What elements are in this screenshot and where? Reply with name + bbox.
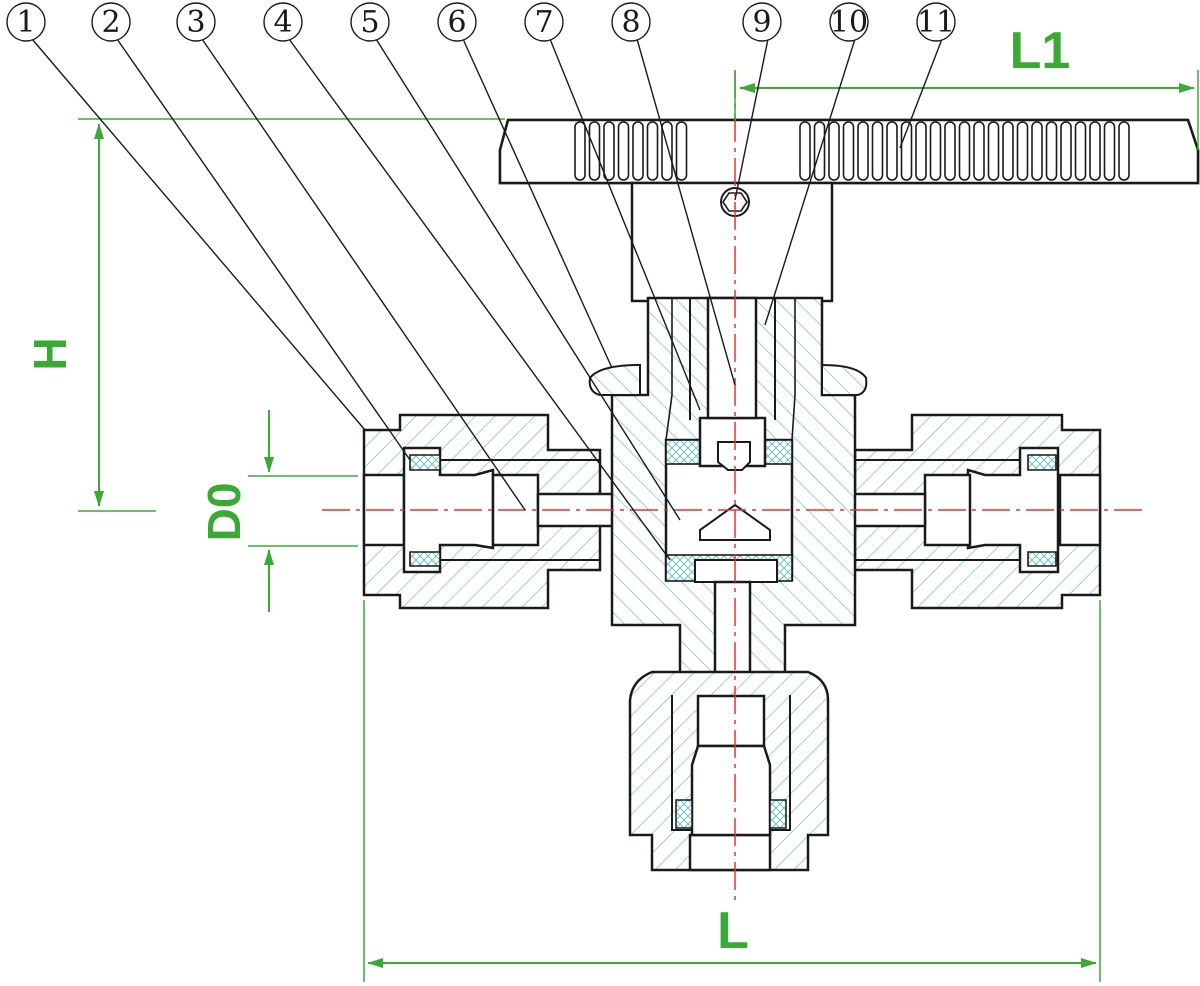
knurl-groove <box>1060 121 1072 181</box>
callout-leader-line <box>764 38 856 326</box>
callout-number: 7 <box>534 5 553 40</box>
knurl-groove <box>958 121 971 181</box>
callout-balloon <box>263 2 303 42</box>
dimension-d0-label: D0 <box>198 483 250 542</box>
knurl-groove <box>617 121 630 181</box>
callout-leader-line <box>288 38 671 561</box>
callout-number: 6 <box>447 5 466 40</box>
callout-balloon <box>829 2 869 42</box>
callout-leader-line <box>201 38 526 511</box>
knurl-groove <box>675 121 688 181</box>
callout-balloon <box>350 2 390 42</box>
dimension-h-label: H <box>24 337 76 370</box>
knurl-groove <box>1016 121 1029 181</box>
callout-number: 9 <box>752 5 771 40</box>
callout-number: 10 <box>830 5 868 40</box>
knurl-groove <box>1045 121 1058 181</box>
knurl-groove <box>886 121 898 181</box>
callout-balloon <box>916 2 956 42</box>
callout-number: 4 <box>273 5 292 40</box>
callout-leader-line <box>375 38 681 521</box>
knurl-groove <box>1031 121 1043 181</box>
callout-number: 5 <box>360 5 379 40</box>
knurl-groove <box>813 121 826 181</box>
callout-balloon <box>611 2 651 42</box>
dimension-l1-label: L1 <box>1010 22 1071 80</box>
knurl-groove <box>1118 121 1130 181</box>
knurl-groove <box>588 121 601 181</box>
callout-number: 1 <box>16 5 35 40</box>
dimension-lines <box>78 70 1199 982</box>
dimension-l-label: L <box>717 902 749 960</box>
callout-balloon <box>176 2 216 42</box>
knurl-groove <box>632 121 644 181</box>
callout-number: 11 <box>917 5 955 40</box>
knurl-groove <box>828 121 840 181</box>
callout-balloon <box>742 2 782 42</box>
callout-balloon <box>91 2 131 42</box>
knurl-groove <box>646 121 659 181</box>
knurl-groove <box>661 121 673 181</box>
knurl-groove <box>1002 121 1014 181</box>
knurl-groove <box>929 121 942 181</box>
callout-leader-line <box>549 38 701 411</box>
right-fitting <box>788 413 1102 610</box>
bottom-fitting <box>628 670 830 872</box>
callout-number: 8 <box>621 5 640 40</box>
callout-leader-line <box>31 38 366 431</box>
callout-number: 2 <box>101 5 120 40</box>
callout-leader-line <box>116 38 411 461</box>
callout-balloon <box>524 2 564 42</box>
callout-leader-line <box>899 38 943 149</box>
knurl-groove <box>857 121 869 181</box>
callout-leader-line <box>734 38 769 201</box>
knurl-groove <box>915 121 927 181</box>
knurl-groove <box>574 121 586 181</box>
knurl-groove <box>871 121 884 181</box>
knurl-groove <box>973 121 985 181</box>
knurl-groove <box>944 121 956 181</box>
knurl-groove <box>1089 121 1101 181</box>
callout-leader-line <box>636 38 736 386</box>
handwheel <box>498 118 1200 185</box>
knurl-groove <box>603 121 615 181</box>
knurl-groove <box>1103 121 1116 181</box>
knurl-groove <box>842 121 855 181</box>
center-lines <box>322 70 1148 900</box>
handwheel-knurling <box>574 121 1130 181</box>
part-callouts: 1 2 3 4 5 6 7 8 9 10 11 <box>6 2 956 561</box>
knurl-groove <box>900 121 913 181</box>
callout-balloon <box>437 2 477 42</box>
knurl-groove <box>1074 121 1087 181</box>
knurl-groove <box>987 121 1000 181</box>
callout-leader-line <box>462 38 613 369</box>
knurl-groove <box>799 121 811 181</box>
callout-balloon <box>6 2 46 42</box>
callout-number: 3 <box>186 5 205 40</box>
set-screw-hex-icon <box>722 192 748 212</box>
